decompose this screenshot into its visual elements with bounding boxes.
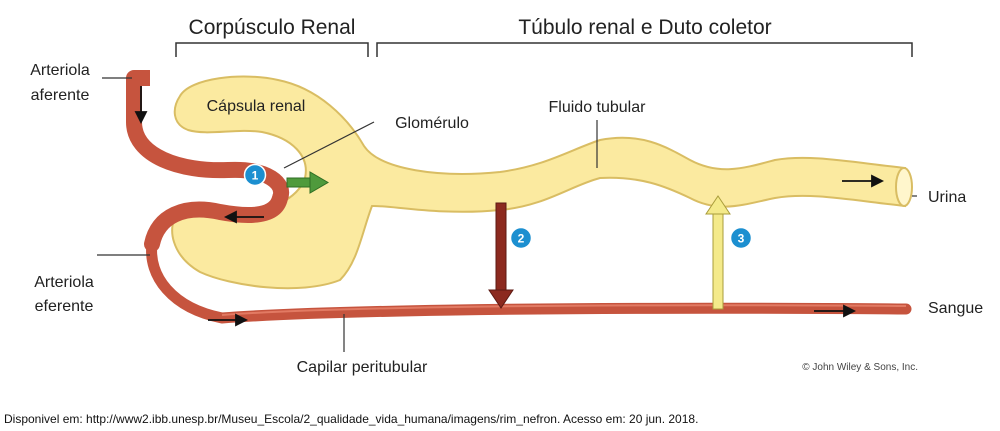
glomerulus-leader: [283, 121, 375, 169]
leader-lines: [97, 77, 917, 352]
afferent-arteriole-label-1: Arteriola: [30, 62, 90, 79]
afferent-flow-arrow-head: [134, 111, 148, 125]
source-caption: Disponivel em: http://www2.ibb.unesp.br/…: [4, 412, 699, 426]
tubule-opening: [895, 167, 913, 207]
efferent-arteriole: [146, 238, 912, 324]
reabsorption-arrow: [488, 202, 514, 309]
afferent-arteriole-label-2: aferente: [31, 87, 90, 104]
step-badge-2: 2: [509, 226, 533, 250]
flow-arrows: [134, 86, 885, 327]
tubule-duct-header: Túbulo renal e Duto coletor: [518, 16, 771, 39]
renal-corpuscle-bracket: [175, 42, 369, 57]
tubule-duct-bracket: [376, 42, 913, 57]
glomerulus: [144, 190, 288, 252]
svg-text:3: 3: [738, 232, 745, 246]
step-badge-3: 3: [729, 226, 753, 250]
peritubular-flow-arrow-head: [235, 313, 249, 327]
step-badge-1: 1: [243, 163, 267, 187]
blood-label: Sangue: [928, 300, 983, 317]
secretion-arrow: [705, 195, 731, 310]
renal-capsule-label: Cápsula renal: [207, 98, 306, 115]
urine-flow-arrow-head: [871, 174, 885, 188]
efferent-arteriole-label-2: eferente: [35, 298, 94, 315]
blood-flow-arrow-head: [843, 304, 857, 318]
tubular-fluid-label: Fluido tubular: [549, 99, 647, 116]
efferent-arteriole-label-1: Arteriola: [34, 274, 94, 291]
svg-text:1: 1: [252, 169, 259, 183]
svg-text:2: 2: [518, 232, 525, 246]
vessel-highlight: [221, 304, 907, 316]
afferent-arteriole: [126, 70, 290, 202]
filtration-arrow: [286, 171, 329, 194]
glomerulus-label: Glomérulo: [395, 115, 469, 132]
efferent-flow-arrow-head: [223, 210, 237, 224]
urine-label: Urina: [928, 189, 966, 206]
renal-corpuscle-header: Corpúsculo Renal: [189, 16, 356, 39]
peritubular-capillary-label: Capilar peritubular: [297, 359, 428, 376]
copyright-notice: © John Wiley & Sons, Inc.: [802, 362, 918, 373]
blood-vessels: [126, 70, 912, 324]
